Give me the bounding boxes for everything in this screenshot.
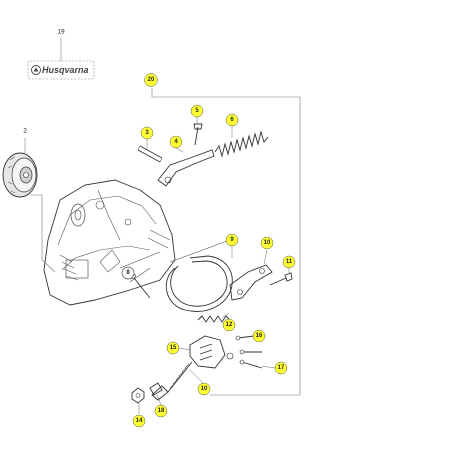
callout-4-label: 4 bbox=[174, 139, 178, 145]
rivet-8 bbox=[130, 273, 151, 299]
screw-11 bbox=[269, 272, 293, 286]
callout-12-label: 12 bbox=[226, 322, 233, 328]
callout-9-label: 9 bbox=[230, 237, 234, 243]
callout-10-lower: 10 bbox=[197, 382, 211, 396]
screws-17 bbox=[239, 349, 263, 369]
callout-6-label: 6 bbox=[230, 117, 234, 123]
callout-9: 9 bbox=[225, 233, 239, 247]
callout-15-label: 15 bbox=[170, 345, 177, 351]
brand-logo-text: Husqvarna bbox=[42, 65, 89, 75]
callout-17-label: 17 bbox=[278, 365, 285, 371]
lever-4 bbox=[157, 149, 215, 187]
callout-11: 11 bbox=[282, 255, 296, 269]
decal-19: Husqvarna bbox=[27, 60, 95, 80]
callout-18-label: 18 bbox=[158, 408, 165, 414]
callout-8: 8 bbox=[121, 266, 135, 280]
callout-2-label: 2 bbox=[23, 128, 27, 135]
screw-5 bbox=[193, 123, 203, 146]
callout-3: 3 bbox=[140, 126, 154, 140]
callout-19: 19 bbox=[57, 29, 65, 36]
callout-5-label: 5 bbox=[195, 108, 199, 114]
spring-6 bbox=[214, 130, 269, 158]
callout-17: 17 bbox=[274, 361, 288, 375]
brake-lever-10 bbox=[229, 264, 273, 301]
spring-12 bbox=[197, 315, 231, 323]
callout-10-lower-label: 10 bbox=[201, 386, 208, 392]
callout-2: 2 bbox=[23, 128, 27, 135]
callout-19-label: 19 bbox=[57, 29, 65, 36]
callout-14-label: 14 bbox=[136, 418, 143, 424]
callout-11-label: 11 bbox=[286, 259, 293, 265]
pin-3 bbox=[137, 145, 163, 163]
callout-12: 12 bbox=[222, 318, 236, 332]
callout-4: 4 bbox=[169, 135, 183, 149]
adjuster-screw-10-lower bbox=[151, 361, 193, 401]
husqvarna-logo-icon: Husqvarna bbox=[31, 65, 89, 75]
clutch-drum-2 bbox=[2, 152, 38, 198]
chain-brake-cover-20 bbox=[43, 179, 176, 306]
callout-15: 15 bbox=[166, 341, 180, 355]
callout-20: 20 bbox=[144, 73, 158, 87]
callout-10-label: 10 bbox=[264, 240, 271, 246]
callout-16-label: 16 bbox=[256, 333, 263, 339]
brake-band-9 bbox=[165, 239, 233, 312]
bushing-18 bbox=[149, 382, 163, 396]
nut-14 bbox=[131, 387, 145, 404]
screw-16 bbox=[235, 335, 255, 341]
callout-10: 10 bbox=[260, 236, 274, 250]
callout-5: 5 bbox=[190, 104, 204, 118]
adjuster-15 bbox=[189, 335, 234, 369]
callout-8-label: 8 bbox=[126, 270, 130, 276]
callout-14: 14 bbox=[132, 414, 146, 428]
callout-6: 6 bbox=[225, 113, 239, 127]
callout-18: 18 bbox=[154, 404, 168, 418]
callout-20-label: 20 bbox=[148, 77, 155, 83]
callout-3-label: 3 bbox=[145, 130, 149, 136]
callout-16: 16 bbox=[252, 329, 266, 343]
